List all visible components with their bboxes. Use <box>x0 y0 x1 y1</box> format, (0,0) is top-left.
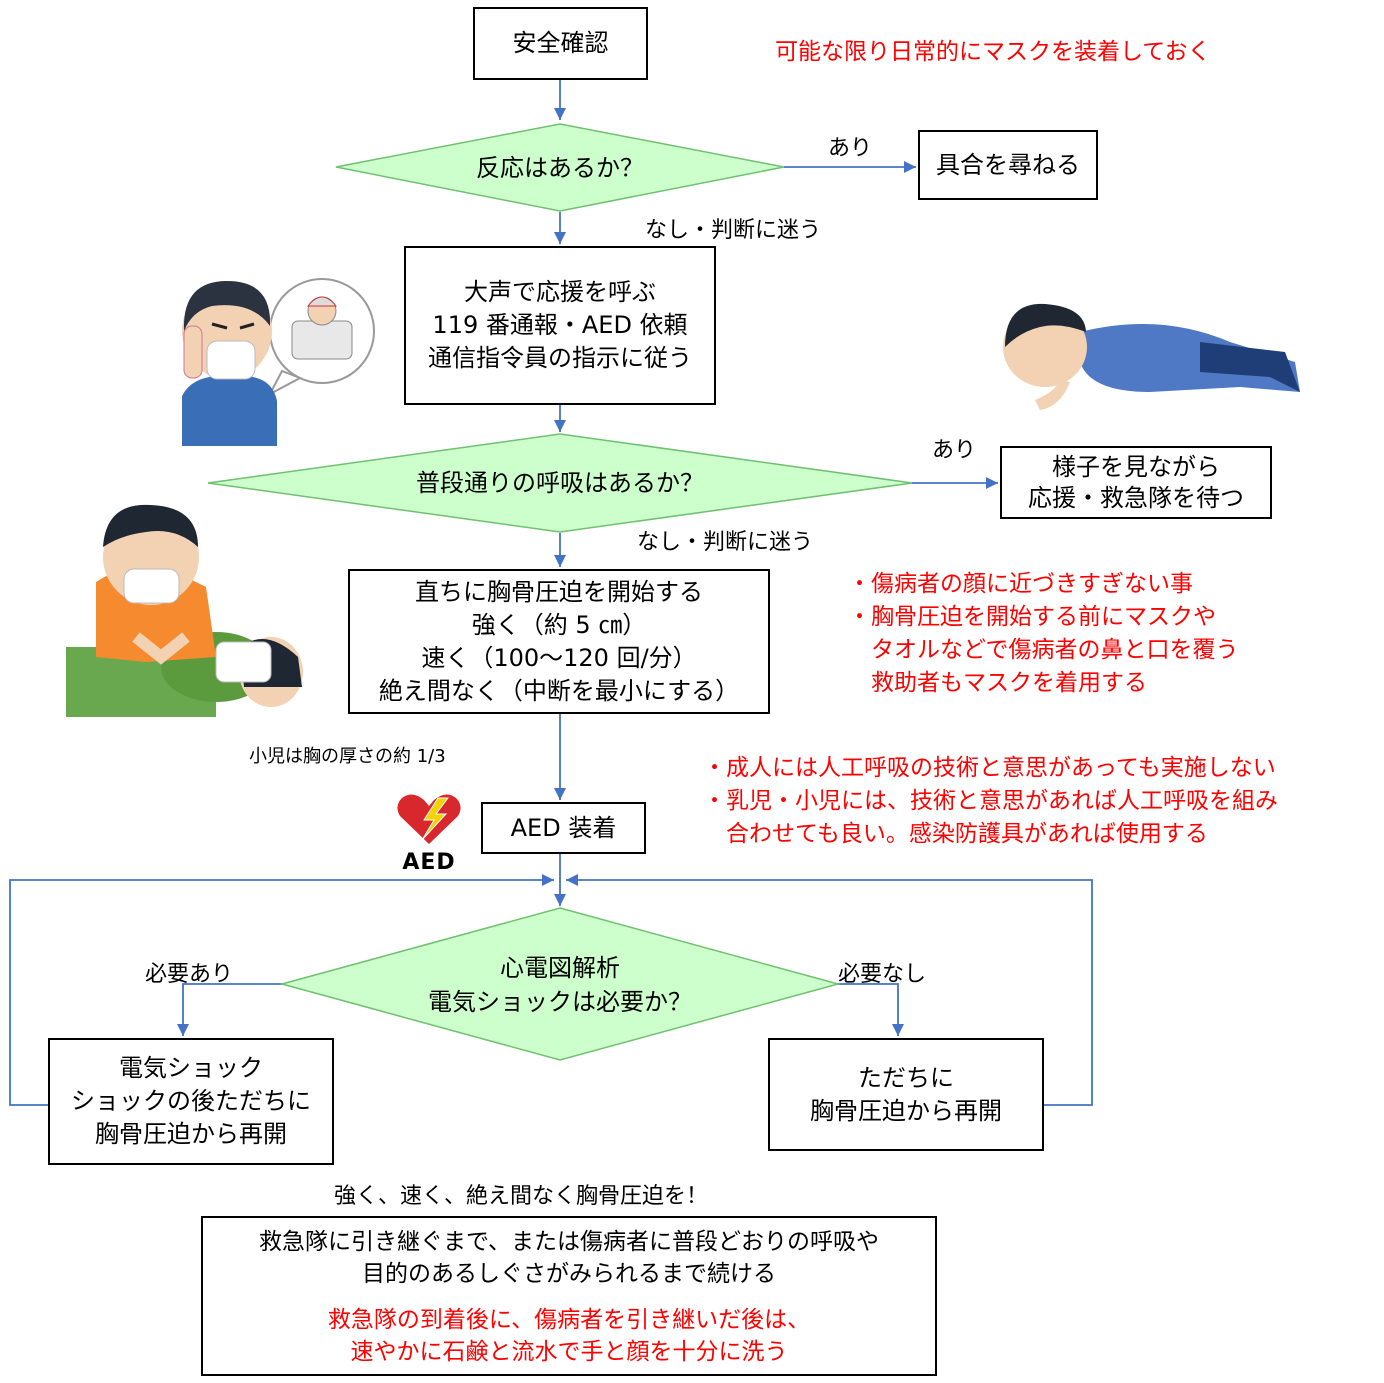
observe-box: 様子を見ながら 応援・救急隊を待つ <box>1000 446 1272 519</box>
infection-note-1: ・傷病者の顔に近づきすぎない事 <box>848 571 1193 597</box>
final-box: 救急隊に引き継ぐまで、または傷病者に普段どおりの呼吸や 目的のあるしぐさがみられ… <box>201 1216 937 1376</box>
shock-line-2: ショックの後ただちに <box>71 1087 311 1115</box>
call-help-line-2: 119 番通報・AED 依頼 <box>432 311 688 339</box>
aed-logo: AED <box>394 792 464 875</box>
final-red-line-2: 速やかに石鹸と流水で手と顔を十分に洗う <box>350 1339 788 1365</box>
recovery-position-illustration <box>1003 303 1300 410</box>
aed-attach-box: AED 装着 <box>481 802 646 854</box>
safety-check-label: 安全確認 <box>512 29 609 57</box>
resume-line-2: 胸骨圧迫から再開 <box>810 1096 1002 1125</box>
response-question: 反応はあるか？ <box>400 148 720 188</box>
observe-line-1: 様子を見ながら <box>1052 452 1220 481</box>
final-line-2: 目的のあるしぐさがみられるまで続ける <box>362 1261 776 1287</box>
final-red-line-1: 救急隊の到着後に、傷病者を引き継いだ後は、 <box>327 1307 811 1333</box>
infection-note-4: 救助者もマスクを着用する <box>848 670 1147 696</box>
safety-check-box: 安全確認 <box>473 7 648 80</box>
shock-line-1: 電気ショック <box>119 1054 263 1082</box>
arrow-shock-needed <box>177 983 290 1036</box>
breathing-yes-label: あり <box>932 438 977 463</box>
response-no-label: なし・判断に迷う <box>645 218 822 243</box>
call-help-box: 大声で応援を呼ぶ 119 番通報・AED 依頼 通信指令員の指示に従う <box>404 246 716 405</box>
cpr-line-2: 強く（約 5 ㎝） <box>471 610 647 639</box>
infection-note-2: ・胸骨圧迫を開始する前にマスクや <box>848 604 1216 630</box>
phone-caller-illustration <box>182 278 375 446</box>
response-question-label: 反応はあるか？ <box>476 154 644 182</box>
call-help-line-1: 大声で応援を呼ぶ <box>464 278 656 306</box>
response-yes-label: あり <box>828 136 873 161</box>
ventilation-notes: ・成人には人工呼吸の技術と意思があっても実施しない ・乳児・小児には、技術と意思… <box>703 752 1278 851</box>
arrow-shock-not-needed <box>835 983 904 1036</box>
aed-attach-label: AED 装着 <box>510 813 617 842</box>
ventilation-note-3: 合わせても良い。感染防護具があれば使用する <box>703 821 1208 847</box>
diamond-response <box>335 123 785 212</box>
ecg-question-line-1: 心電図解析 <box>500 954 620 982</box>
aed-heart-icon <box>397 794 461 844</box>
cpr-line-1: 直ちに胸骨圧迫を開始する <box>415 577 703 606</box>
loop-right <box>566 874 1093 1106</box>
shock-line-3: 胸骨圧迫から再開 <box>95 1120 287 1148</box>
resume-line-1: ただちに <box>858 1063 954 1092</box>
ventilation-note-2: ・乳児・小児には、技術と意思があれば人工呼吸を組み <box>703 788 1278 814</box>
cpr-line-3: 速く（100〜120 回/分） <box>421 643 697 672</box>
shock-needed-label: 必要あり <box>145 962 234 987</box>
child-depth-note: 小児は胸の厚さの約 1/3 <box>249 746 446 767</box>
observe-line-2: 応援・救急隊を待つ <box>1028 483 1244 512</box>
chest-compression-illustration <box>66 504 303 717</box>
cpr-box: 直ちに胸骨圧迫を開始する 強く（約 5 ㎝） 速く（100〜120 回/分） 絶… <box>348 569 770 714</box>
aed-logo-text: AED <box>402 850 456 875</box>
breathing-question: 普段通りの呼吸はあるか？ <box>360 463 760 503</box>
cpr-line-4: 絶え間なく（中断を最小にする） <box>378 676 740 705</box>
diamond-ecg <box>279 907 841 1061</box>
diamond-breathing <box>207 433 913 533</box>
resume-box: ただちに 胸骨圧迫から再開 <box>768 1038 1044 1151</box>
call-help-line-3: 通信指令員の指示に従う <box>428 344 692 372</box>
ask-condition-label: 具合を尋ねる <box>936 150 1080 179</box>
final-line-1: 救急隊に引き継ぐまで、または傷病者に普段どおりの呼吸や <box>258 1229 880 1255</box>
ecg-question-line-2: 電気ショックは必要か？ <box>428 988 692 1016</box>
infection-note-3: タオルなどで傷病者の鼻と口を覆う <box>848 637 1239 663</box>
ventilation-note-1: ・成人には人工呼吸の技術と意思があっても実施しない <box>703 755 1276 781</box>
infection-notes: ・傷病者の顔に近づきすぎない事 ・胸骨圧迫を開始する前にマスクや タオルなどで傷… <box>848 568 1239 700</box>
breathing-question-label: 普段通りの呼吸はあるか？ <box>416 469 704 497</box>
loop-left <box>9 874 554 1106</box>
shock-not-needed-label: 必要なし <box>838 962 927 987</box>
ask-condition-box: 具合を尋ねる <box>918 130 1098 200</box>
slogan: 強く、速く、絶え間なく胸骨圧迫を！ <box>334 1184 709 1209</box>
breathing-no-label: なし・判断に迷う <box>637 530 814 555</box>
ecg-question: 心電図解析 電気ショックは必要か？ <box>390 945 730 1025</box>
shock-box: 電気ショック ショックの後ただちに 胸骨圧迫から再開 <box>48 1038 334 1165</box>
mask-note: 可能な限り日常的にマスクを装着しておく <box>775 39 1211 65</box>
